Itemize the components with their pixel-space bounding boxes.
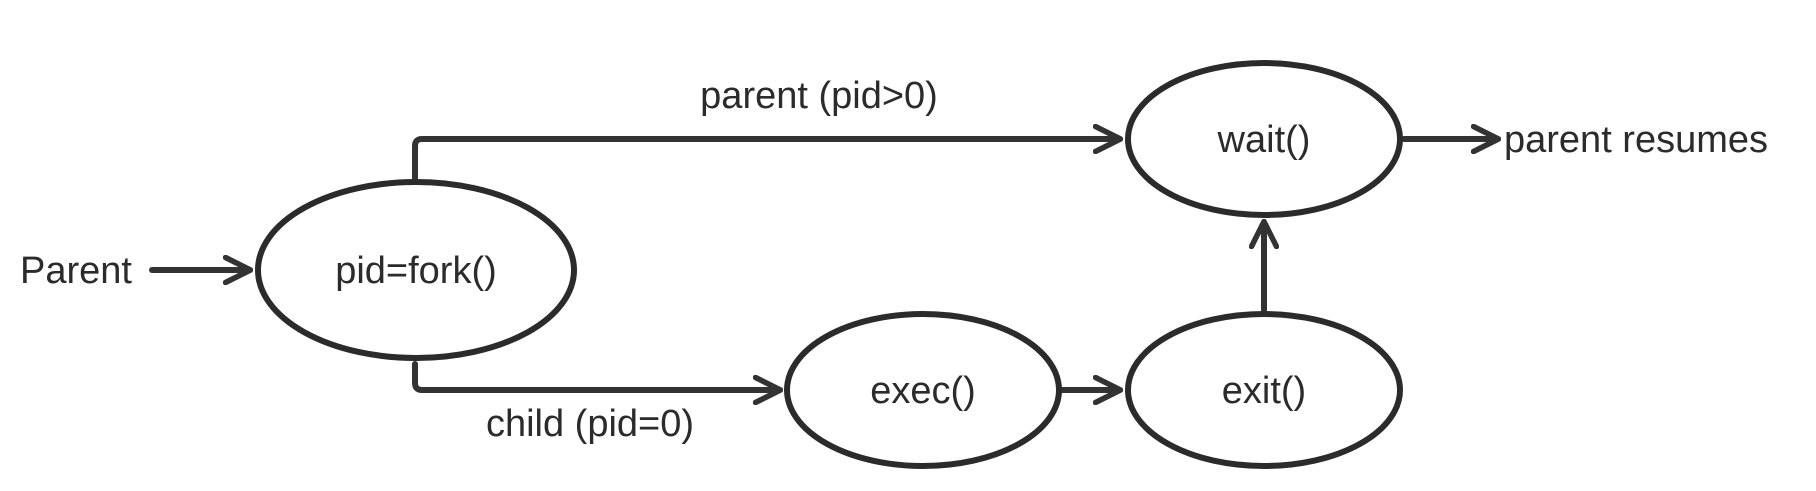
edge-fork-to-exec <box>412 361 778 390</box>
node-fork <box>255 179 577 361</box>
end-label: parent resumes <box>1504 119 1768 161</box>
node-wait-label: wait() <box>1217 119 1311 161</box>
parent-branch-label: parent (pid>0) <box>700 75 938 117</box>
node-wait <box>1125 60 1403 218</box>
child-branch-label: child (pid=0) <box>486 403 694 445</box>
node-exec <box>784 311 1062 469</box>
node-exit <box>1125 311 1403 469</box>
start-label: Parent <box>20 250 132 292</box>
node-exit-label: exit() <box>1222 370 1306 412</box>
node-exec-label: exec() <box>870 370 976 412</box>
node-fork-label: pid=fork() <box>335 250 497 292</box>
edge-fork-to-wait <box>412 139 1118 181</box>
